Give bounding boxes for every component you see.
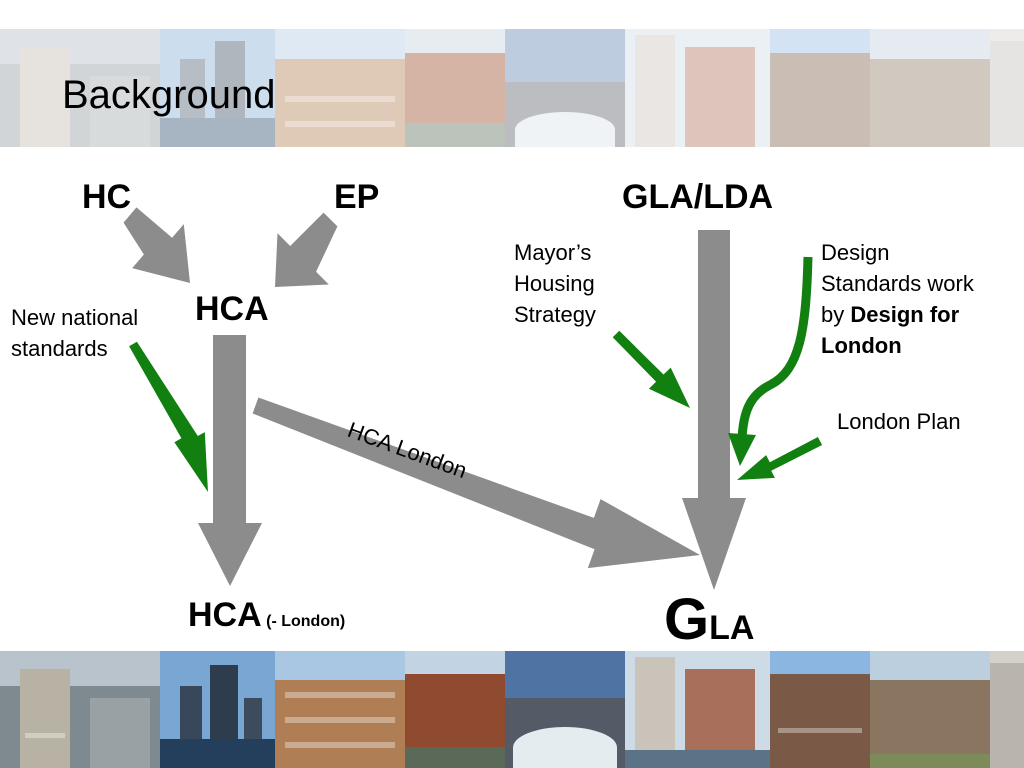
arrow-hc-to-hca <box>123 207 190 283</box>
photo-skyline <box>160 29 275 147</box>
label-mayors-line3: Strategy <box>514 302 596 327</box>
photo-edge <box>990 29 1024 147</box>
label-design-line3: by Design for <box>821 299 974 330</box>
label-mayors-housing-strategy: Mayor’s Housing Strategy <box>514 237 596 330</box>
node-hca-bottom: HCA (- London) <box>188 596 345 635</box>
arrow-hca-down <box>198 335 262 586</box>
photo-ice-rink <box>505 29 625 147</box>
photo-edge <box>990 651 1024 768</box>
arrow-ep-to-hca <box>275 212 338 287</box>
node-gla-rest: LA <box>709 609 755 647</box>
node-gla-initial: G <box>664 587 710 652</box>
photo-modern-block <box>770 651 870 768</box>
arrow-hca-london <box>252 397 700 569</box>
label-design-standards: Design Standards work by Design for Lond… <box>821 237 974 361</box>
slide-title: Background <box>62 73 276 117</box>
label-mayors-line1: Mayor’s <box>514 240 592 265</box>
arrow-design-for-london <box>737 256 813 441</box>
photo-residential <box>870 651 990 768</box>
node-gla: GLA <box>664 586 754 653</box>
header-photo-strip <box>0 29 1024 147</box>
arrow-mayors-housing-strategy <box>612 330 690 408</box>
node-hc: HC <box>82 178 132 216</box>
label-mayors-line2: Housing <box>514 271 595 296</box>
label-design-line3-prefix: by <box>821 302 851 327</box>
photo-towers <box>625 651 770 768</box>
arrow-london-plan <box>737 437 823 480</box>
photo-city-aerial <box>0 29 160 147</box>
photo-modern-block <box>770 29 870 147</box>
node-hca-bottom-note: (- London) <box>266 613 346 630</box>
arrow-gla-down <box>682 230 746 590</box>
label-design-line3-bold: Design for <box>850 302 960 327</box>
photo-city-aerial <box>0 651 160 768</box>
arrow-new-national-standards <box>129 341 208 492</box>
node-ep: EP <box>334 178 380 216</box>
node-hca: HCA <box>195 290 269 328</box>
arrow-design-for-london-head <box>728 433 756 466</box>
label-new-national-line1: New national <box>11 305 139 330</box>
photo-skyline <box>160 651 275 768</box>
photo-apartments <box>275 29 405 147</box>
photo-ice-rink <box>505 651 625 768</box>
label-design-line1: Design <box>821 240 890 265</box>
label-design-line4: London <box>821 333 902 358</box>
photo-brick-housing <box>405 651 505 768</box>
footer-photo-strip <box>0 651 1024 768</box>
node-gla-lda: GLA/LDA <box>622 178 774 216</box>
photo-residential <box>870 29 990 147</box>
photo-brick-housing <box>405 29 505 147</box>
label-new-national-line2: standards <box>11 336 108 361</box>
label-london-plan: London Plan <box>837 409 961 434</box>
label-design-line2: Standards work <box>821 271 974 296</box>
photo-towers <box>625 29 770 147</box>
label-new-national-standards: New national standards <box>11 302 138 364</box>
node-hca-bottom-title: HCA <box>188 596 262 634</box>
photo-apartments <box>275 651 405 768</box>
